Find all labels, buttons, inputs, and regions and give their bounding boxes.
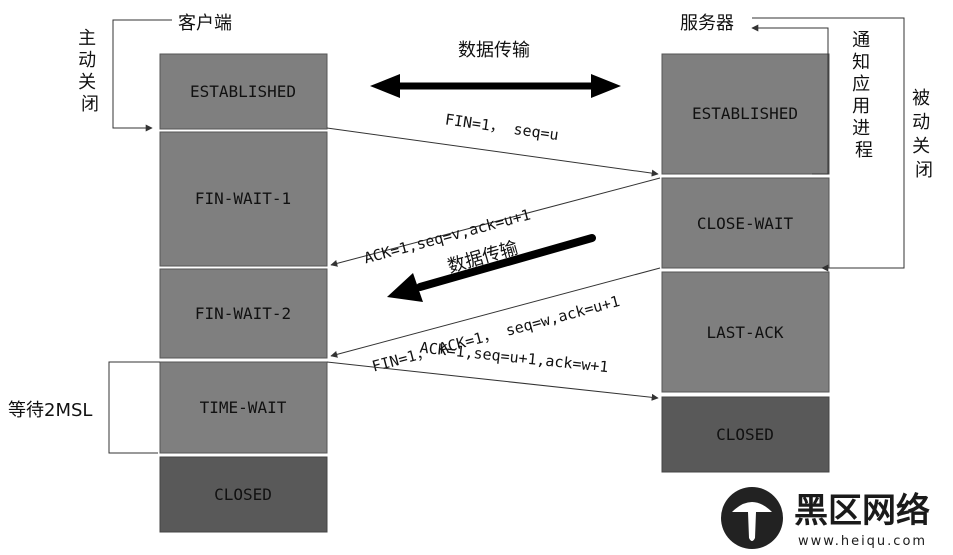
watermark-mushroom-icon [732,502,772,541]
server-state-label: LAST-ACK [706,323,783,342]
client-state-label: FIN-WAIT-2 [195,304,291,323]
passive-close-char: 动 [912,112,930,133]
notify-app-char: 程 [855,140,873,161]
client-state-box-time-wait [159,361,328,454]
server-state-label: CLOSE-WAIT [697,214,794,233]
watermark-name: 黑区网络 [794,491,930,531]
watermark-url: www.heiqu.com [798,534,927,549]
passive-close-bracket [752,17,905,272]
server-state-box-last-ack [661,271,830,393]
client-title: 客户端 [178,13,232,34]
active-close-char: 主 [78,28,96,49]
notify-app-char: 通 [852,30,870,51]
wait-2msl-bracket [108,361,160,454]
message-fin1-label: FIN=1， seq=u [444,110,560,144]
client-state-box-established [159,53,328,130]
active-close-label: 主 动 关 闭 [78,28,102,115]
watermark: 黑区网络 www.heiqu.com [721,487,930,549]
server-state-box-closed [661,396,830,473]
passive-close-label: 被 动 关 闭 [912,88,936,181]
client-state-label: TIME-WAIT [200,398,287,417]
message-fin1: FIN=1， seq=u [326,110,659,177]
client-state-box-fin-wait-2 [159,268,328,359]
data-transfer-double-arrow [370,74,621,98]
notify-app-label: 通 知 应 用 进 程 [852,30,876,161]
passive-close-char: 被 [912,88,930,109]
client-state-column: ESTABLISHED FIN-WAIT-1 FIN-WAIT-2 TIME-W… [159,53,328,533]
server-state-column: ESTABLISHED CLOSE-WAIT LAST-ACK CLOSED [661,53,830,473]
wait-2msl-label: 等待2MSL [8,400,92,421]
active-close-char: 动 [78,50,96,71]
server-state-label: ESTABLISHED [692,104,798,123]
server-title: 服务器 [680,13,734,34]
notify-app-char: 应 [852,74,870,95]
server-state-box-close-wait [661,177,830,269]
active-close-bracket [112,19,172,132]
notify-app-char: 用 [852,96,870,117]
notify-app-char: 进 [852,118,870,139]
notify-app-char: 知 [852,52,870,73]
client-state-box-closed [159,456,328,533]
passive-close-char: 关 [912,136,930,157]
client-state-label: CLOSED [214,485,272,504]
server-state-label: CLOSED [716,425,774,444]
server-state-box-established [661,53,830,175]
active-close-char: 闭 [81,94,99,115]
message-ack2-label: ACK=1,seq=u+1,ack=w+1 [419,338,609,376]
passive-close-char: 闭 [915,160,933,181]
client-state-box-fin-wait-1 [159,131,328,267]
data-transfer-top-label: 数据传输 [458,40,530,61]
client-state-label: FIN-WAIT-1 [195,189,291,208]
client-state-label: ESTABLISHED [190,82,296,101]
active-close-char: 关 [78,72,96,93]
data-transfer-server-to-client-arrow [387,234,596,302]
notify-app-bracket [751,24,829,175]
